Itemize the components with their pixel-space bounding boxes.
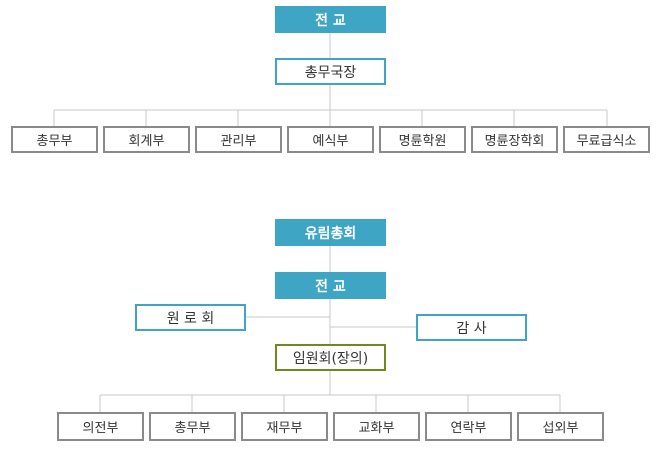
chart2-elders-node: 원 로 회 (135, 304, 246, 331)
chart1-dept-node: 무료급식소 (563, 126, 650, 153)
chart1-top-node: 전 교 (275, 6, 386, 33)
chart1-dept-node: 예식부 (287, 126, 374, 153)
chart1-dept-node: 관리부 (195, 126, 282, 153)
chart1-manager-node: 총무국장 (275, 58, 386, 85)
chart2-top-node: 전 교 (275, 272, 386, 299)
chart1-dept-node: 회계부 (103, 126, 190, 153)
chart2-dept-node: 섭외부 (517, 412, 604, 441)
chart1-dept-node: 명륜장학회 (471, 126, 558, 153)
chart2-dept-node: 재무부 (241, 412, 328, 441)
chart2-dept-node: 연락부 (425, 412, 512, 441)
chart2-assembly-node: 임원회(장의) (275, 344, 386, 371)
chart2-dept-node: 의전부 (57, 412, 144, 441)
chart2-auditor-node: 감 사 (416, 314, 527, 341)
chart2-association-node: 유림총회 (275, 219, 386, 246)
chart1-dept-node: 명륜학원 (379, 126, 466, 153)
chart2-dept-node: 총무부 (149, 412, 236, 441)
chart2-dept-node: 교화부 (333, 412, 420, 441)
chart1-dept-node: 총무부 (11, 126, 98, 153)
